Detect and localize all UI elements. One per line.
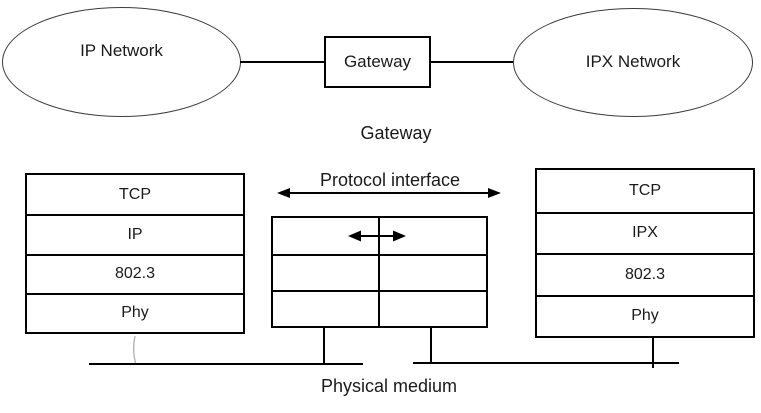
left-stack-thin-leg — [132, 336, 137, 366]
translation-double-arrow-icon — [348, 230, 406, 242]
connector-gateway-to-ipx — [431, 61, 513, 63]
left-stack-layer-8023: 802.3 — [27, 253, 243, 293]
right-stack-layer-tcp: TCP — [629, 181, 661, 199]
gateway-stack-cell — [379, 254, 486, 290]
gateway-stack-left-leg — [323, 328, 325, 364]
physical-medium-line-left — [89, 363, 363, 365]
protocol-interface-label: Protocol interface — [319, 170, 461, 190]
gateway-stack-cell — [273, 254, 380, 290]
right-protocol-stack: TCP IPX 802.3 Phy — [535, 168, 755, 338]
gateway-box: Gateway — [324, 36, 431, 88]
left-stack-layer-tcp: TCP — [119, 185, 151, 203]
physical-medium-label: Physical medium — [320, 376, 458, 396]
gateway-stack-right-leg — [430, 328, 432, 364]
right-stack-layer-phy: Phy — [537, 294, 753, 337]
gateway-section-label: Gateway — [360, 123, 432, 143]
left-protocol-stack: TCP IP 802.3 Phy — [25, 173, 245, 334]
protocol-interface-double-arrow-icon — [277, 188, 501, 198]
ip-network-label: IP Network — [80, 41, 163, 60]
gateway-box-label: Gateway — [343, 52, 412, 71]
left-stack-layer-phy: Phy — [27, 292, 243, 332]
connector-ip-to-gateway — [240, 61, 324, 63]
ipx-network-ellipse: IPX Network — [513, 8, 753, 117]
ip-network-ellipse: IP Network — [2, 7, 241, 117]
gateway-protocol-stack — [271, 216, 488, 328]
right-stack-layer-8023: 802.3 — [537, 253, 753, 295]
gateway-stack-cell — [379, 290, 486, 326]
ipx-network-label: IPX Network — [585, 51, 681, 71]
left-stack-layer-ip: IP — [27, 214, 243, 253]
gateway-stack-cell — [273, 290, 380, 326]
right-stack-leg — [652, 338, 654, 368]
right-stack-layer-ipx: IPX — [537, 211, 753, 254]
physical-medium-line-right — [413, 362, 679, 364]
